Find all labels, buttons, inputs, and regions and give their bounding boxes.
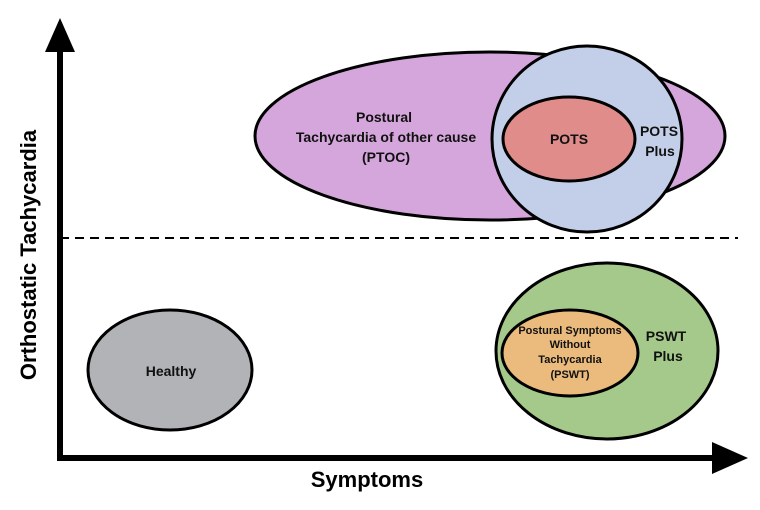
healthy-region [86,308,254,432]
pswt-plus-label-line1: PSWT [646,328,687,344]
healthy-label: Healthy [146,363,197,379]
pots-plus-label-line1: POTS [640,123,678,139]
pswt-plus-label-line2: Plus [653,348,683,364]
pots-plus-label-line2: Plus [645,143,675,159]
y-axis-title: Orthostatic Tachycardia [16,129,41,380]
pswt-label-line2: Without [550,339,591,351]
pswt-label-line1: Postural Symptoms [518,325,621,337]
pswt-label-line3: Tachycardia [538,354,602,366]
x-axis-title: Symptoms [311,467,423,492]
ptoc-label-line3: (PTOC) [362,149,410,165]
ptoc-label-line2: Tachycardia of other cause [296,129,476,145]
pswt-label-line4: (PSWT) [550,369,589,381]
pots-region [501,95,637,183]
pswt-region [500,308,640,398]
x-axis-arrowhead [712,442,748,474]
ptoc-label-line1: Postural [356,109,412,125]
y-axis-arrowhead [45,18,75,52]
pots-label: POTS [550,131,588,147]
